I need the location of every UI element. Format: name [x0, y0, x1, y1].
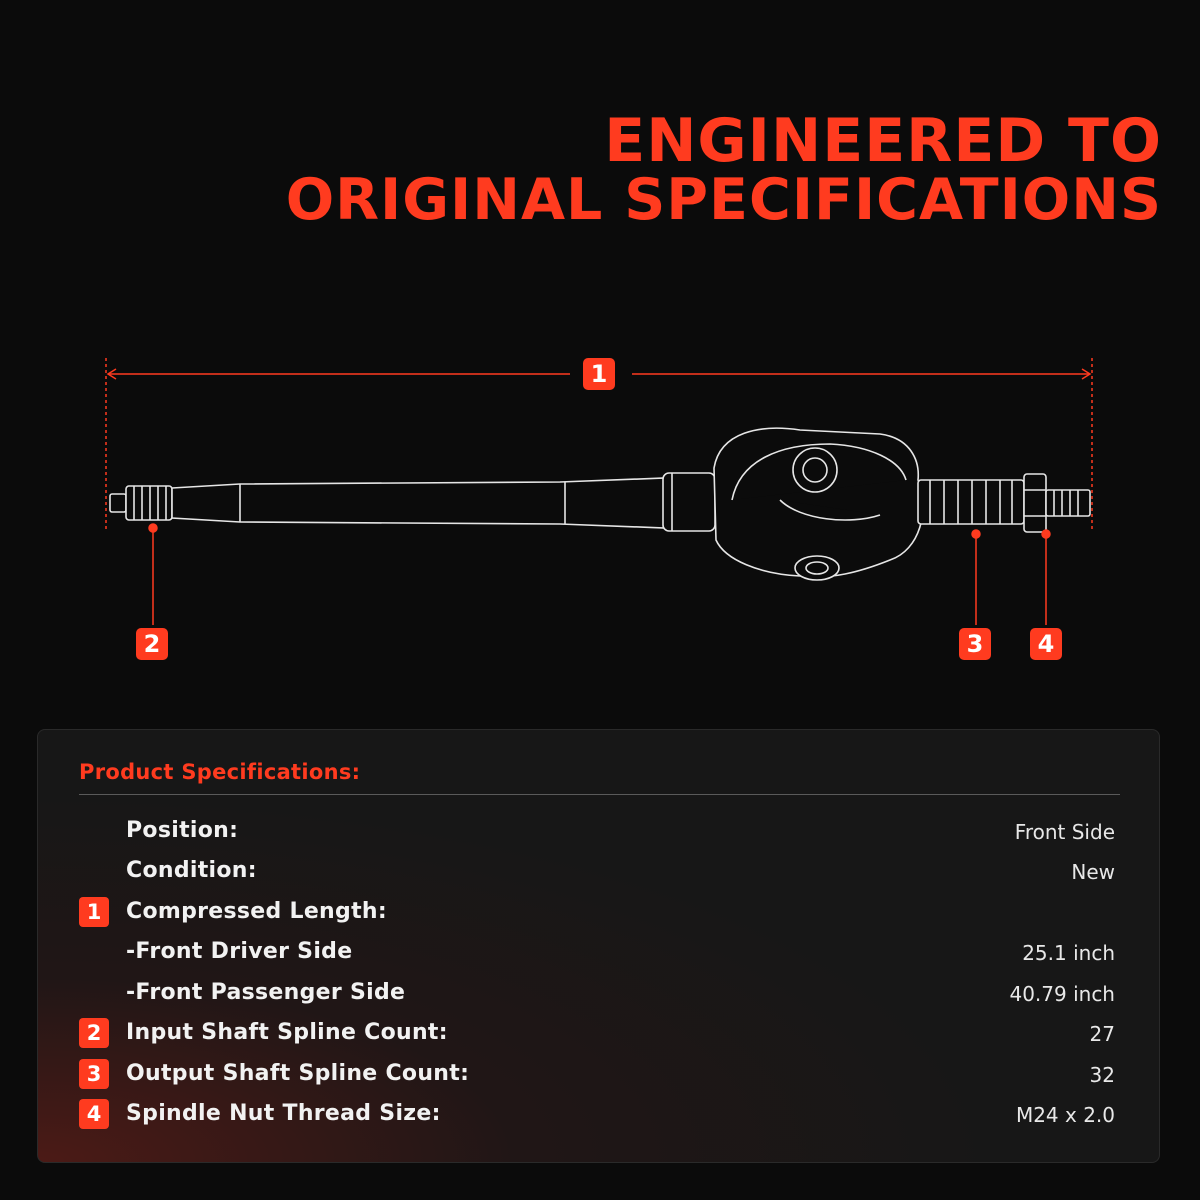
divider — [79, 794, 1120, 795]
spec-value: 32 — [1089, 1063, 1115, 1087]
spec-value: M24 x 2.0 — [1015, 1103, 1115, 1127]
callout-badge-4: 4 — [1030, 628, 1062, 660]
spec-row-position: Position: Front Side — [79, 814, 1115, 850]
spec-label: -Front Passenger Side — [126, 980, 406, 1005]
spec-label: Compressed Length: — [126, 899, 387, 924]
spec-value: 40.79 inch — [1009, 982, 1115, 1006]
spec-label: -Front Driver Side — [126, 939, 353, 964]
callout-badge-3: 3 — [959, 628, 991, 660]
spec-label: Input Shaft Spline Count: — [126, 1020, 448, 1045]
spec-row-front-driver-side: -Front Driver Side 25.1 inch — [79, 935, 1115, 971]
spec-row-condition: Condition: New — [79, 854, 1115, 890]
product-specifications-panel: Product Specifications: Position: Front … — [37, 729, 1160, 1163]
spec-badge-1: 1 — [79, 897, 109, 927]
spec-badge-4: 4 — [79, 1099, 109, 1129]
headline-line-2: ORIGINAL SPECIFICATIONS — [285, 167, 1162, 233]
spec-row-compressed-length: 1 Compressed Length: — [79, 895, 1115, 931]
callout-leaders — [148, 523, 1051, 625]
spec-row-output-spline-count: 3 Output Shaft Spline Count: 32 — [79, 1057, 1115, 1093]
callout-badge-1: 1 — [583, 358, 615, 390]
spec-value: New — [1071, 860, 1115, 884]
axle-shaft-illustration — [105, 358, 1093, 625]
spec-row-input-spline-count: 2 Input Shaft Spline Count: 27 — [79, 1016, 1115, 1052]
spec-row-front-passenger-side: -Front Passenger Side 40.79 inch — [79, 976, 1115, 1012]
spec-label: Output Shaft Spline Count: — [126, 1061, 470, 1086]
spec-badge-2: 2 — [79, 1018, 109, 1048]
panel-title: Product Specifications: — [79, 760, 361, 784]
spec-label: Condition: — [126, 858, 257, 883]
spec-badge-3: 3 — [79, 1059, 109, 1089]
spec-label: Position: — [126, 818, 239, 843]
spec-value: 25.1 inch — [1022, 941, 1115, 965]
callout-badge-2: 2 — [136, 628, 168, 660]
axle-shaft-body — [109, 427, 1091, 581]
spec-value: 27 — [1089, 1022, 1115, 1046]
axle-shaft-diagram: 1 2 3 4 — [0, 340, 1200, 700]
spec-value: Front Side — [1014, 820, 1115, 844]
length-dimension-line — [105, 358, 1093, 530]
spec-label: Spindle Nut Thread Size: — [126, 1101, 441, 1126]
headline: ENGINEERED TO ORIGINAL SPECIFICATIONS — [285, 106, 1162, 233]
headline-line-1: ENGINEERED TO — [604, 106, 1162, 176]
spec-row-spindle-nut-thread: 4 Spindle Nut Thread Size: M24 x 2.0 — [79, 1097, 1115, 1133]
